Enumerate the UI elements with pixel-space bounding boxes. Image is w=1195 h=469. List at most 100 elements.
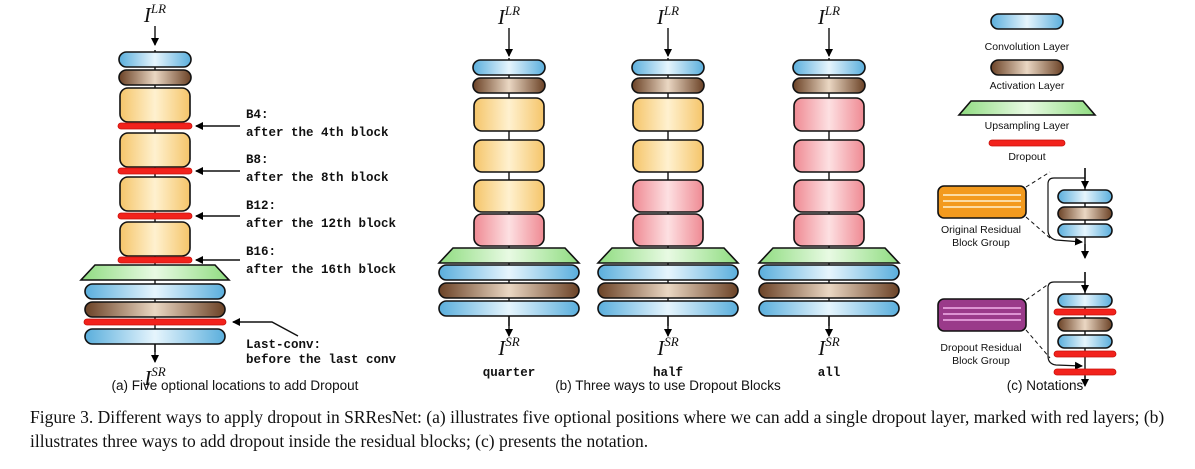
- original-residual-group-icon: [937, 185, 1027, 219]
- residual-block: [119, 176, 191, 212]
- zoom-line: [1025, 171, 1051, 188]
- way-label: quarter: [483, 366, 536, 380]
- way-label: half: [653, 366, 683, 380]
- dropout-layer: [1053, 308, 1117, 316]
- input-label-a: ILR: [143, 1, 166, 27]
- conv-layer: [84, 328, 226, 345]
- dropout-residual-block: [793, 97, 865, 132]
- conv-layer: [1057, 293, 1113, 308]
- conv-layer: [1057, 189, 1113, 204]
- conv-layer: [84, 283, 226, 300]
- dropout-residual-block: [632, 179, 704, 213]
- dropout-residual-block: [793, 213, 865, 247]
- activation-layer: [758, 282, 900, 299]
- panel-a-caption: (a) Five optional locations to add Dropo…: [112, 378, 359, 393]
- conv-layer: [758, 300, 900, 317]
- figure-caption: Figure 3. Different ways to apply dropou…: [30, 407, 1165, 451]
- activation-layer: [472, 77, 546, 94]
- dropout-layer: [117, 122, 193, 130]
- location-title: B4:: [246, 108, 269, 122]
- location-desc: after the 4th block: [246, 126, 389, 140]
- residual-block: [119, 132, 191, 168]
- group-label: Block Group: [952, 237, 1010, 249]
- legend-label: Activation Layer: [990, 80, 1065, 92]
- activation-layer-icon: [990, 59, 1064, 76]
- conv-layer: [597, 264, 739, 281]
- conv-layer: [631, 59, 705, 76]
- conv-layer: [597, 300, 739, 317]
- residual-block: [119, 87, 191, 123]
- activation-layer: [1057, 206, 1113, 221]
- skip-connection: [1047, 177, 1085, 246]
- original-residual-block: [632, 139, 704, 173]
- original-residual-block: [473, 97, 545, 132]
- activation-layer: [438, 282, 580, 299]
- zoom-line: [1025, 216, 1051, 239]
- group-label: Dropout Residual: [940, 342, 1021, 354]
- location-desc: after the 12th block: [246, 217, 397, 231]
- conv-layer: [1057, 223, 1113, 238]
- dropout-residual-block: [473, 213, 545, 247]
- output-label-b: ISR: [497, 334, 520, 360]
- location-desc: after the 16th block: [246, 263, 397, 277]
- activation-layer: [84, 301, 226, 318]
- legend-label: Convolution Layer: [985, 41, 1070, 53]
- way-label: all: [818, 366, 841, 380]
- dropout-residual-block: [632, 213, 704, 247]
- activation-layer: [1057, 317, 1113, 332]
- legend-label: Dropout: [1008, 151, 1045, 163]
- pointer-arrow: [232, 318, 299, 337]
- original-residual-block: [473, 139, 545, 173]
- dropout-layer-icon: [988, 139, 1066, 147]
- upsampling-layer-icon: [957, 100, 1097, 116]
- dropout-layer: [117, 212, 193, 220]
- dropout-layer: [1053, 368, 1117, 376]
- conv-layer: [792, 59, 866, 76]
- upsampling-layer: [596, 247, 740, 264]
- input-label-b: ILR: [817, 3, 840, 29]
- location-title: B12:: [246, 199, 276, 213]
- group-label: Block Group: [952, 355, 1010, 367]
- residual-block: [119, 221, 191, 257]
- upsampling-layer: [757, 247, 901, 264]
- activation-layer: [792, 77, 866, 94]
- location-title: Last-conv:: [246, 338, 321, 352]
- conv-layer: [118, 51, 192, 68]
- location-title: B8:: [246, 153, 269, 167]
- original-residual-block: [473, 179, 545, 213]
- panel-b-caption: (b) Three ways to use Dropout Blocks: [555, 378, 781, 393]
- input-label-b: ILR: [497, 3, 520, 29]
- dropout-residual-group-icon: [937, 298, 1027, 332]
- upsampling-layer: [79, 264, 231, 281]
- original-residual-block: [632, 97, 704, 132]
- conv-layer-icon: [990, 13, 1064, 30]
- zoom-line: [1025, 282, 1051, 301]
- dropout-residual-block: [793, 179, 865, 213]
- location-title: B16:: [246, 245, 276, 259]
- conv-layer: [438, 300, 580, 317]
- location-desc: after the 8th block: [246, 171, 389, 185]
- dropout-layer: [117, 167, 193, 175]
- dropout-layer: [117, 256, 193, 264]
- skip-connection: [1047, 281, 1085, 370]
- upsampling-layer: [437, 247, 581, 264]
- zoom-line: [1025, 329, 1051, 359]
- conv-layer: [438, 264, 580, 281]
- conv-layer: [1057, 334, 1113, 349]
- dropout-residual-block: [793, 139, 865, 173]
- conv-layer: [472, 59, 546, 76]
- activation-layer: [118, 69, 192, 86]
- output-label-a: ISR: [143, 364, 166, 390]
- group-label: Original Residual: [941, 224, 1021, 236]
- dropout-layer: [1053, 350, 1117, 358]
- activation-layer: [597, 282, 739, 299]
- dropout-layer: [83, 318, 227, 326]
- panel-c-caption: (c) Notations: [1007, 378, 1084, 393]
- legend-label: Upsampling Layer: [985, 120, 1070, 132]
- output-label-b: ISR: [817, 334, 840, 360]
- output-label-b: ISR: [656, 334, 679, 360]
- input-label-b: ILR: [656, 3, 679, 29]
- location-desc: before the last conv: [246, 353, 397, 367]
